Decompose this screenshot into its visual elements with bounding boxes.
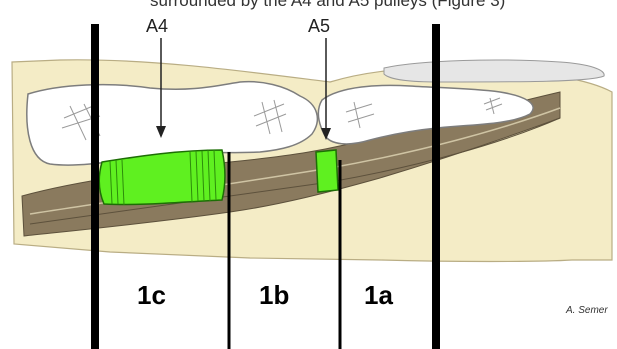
- fingernail: [384, 60, 604, 82]
- a5-pulley: [316, 150, 338, 192]
- a4-label: A4: [146, 16, 168, 36]
- a5-label: A5: [308, 16, 330, 36]
- zone-1a-label: 1a: [364, 280, 393, 310]
- zone-1b-label: 1b: [259, 280, 289, 310]
- caption-text: surrounded by the A4 and A5 pulleys (Fig…: [150, 0, 505, 10]
- zone-1c-label: 1c: [137, 280, 166, 310]
- author-credit: A. Semer: [565, 305, 608, 316]
